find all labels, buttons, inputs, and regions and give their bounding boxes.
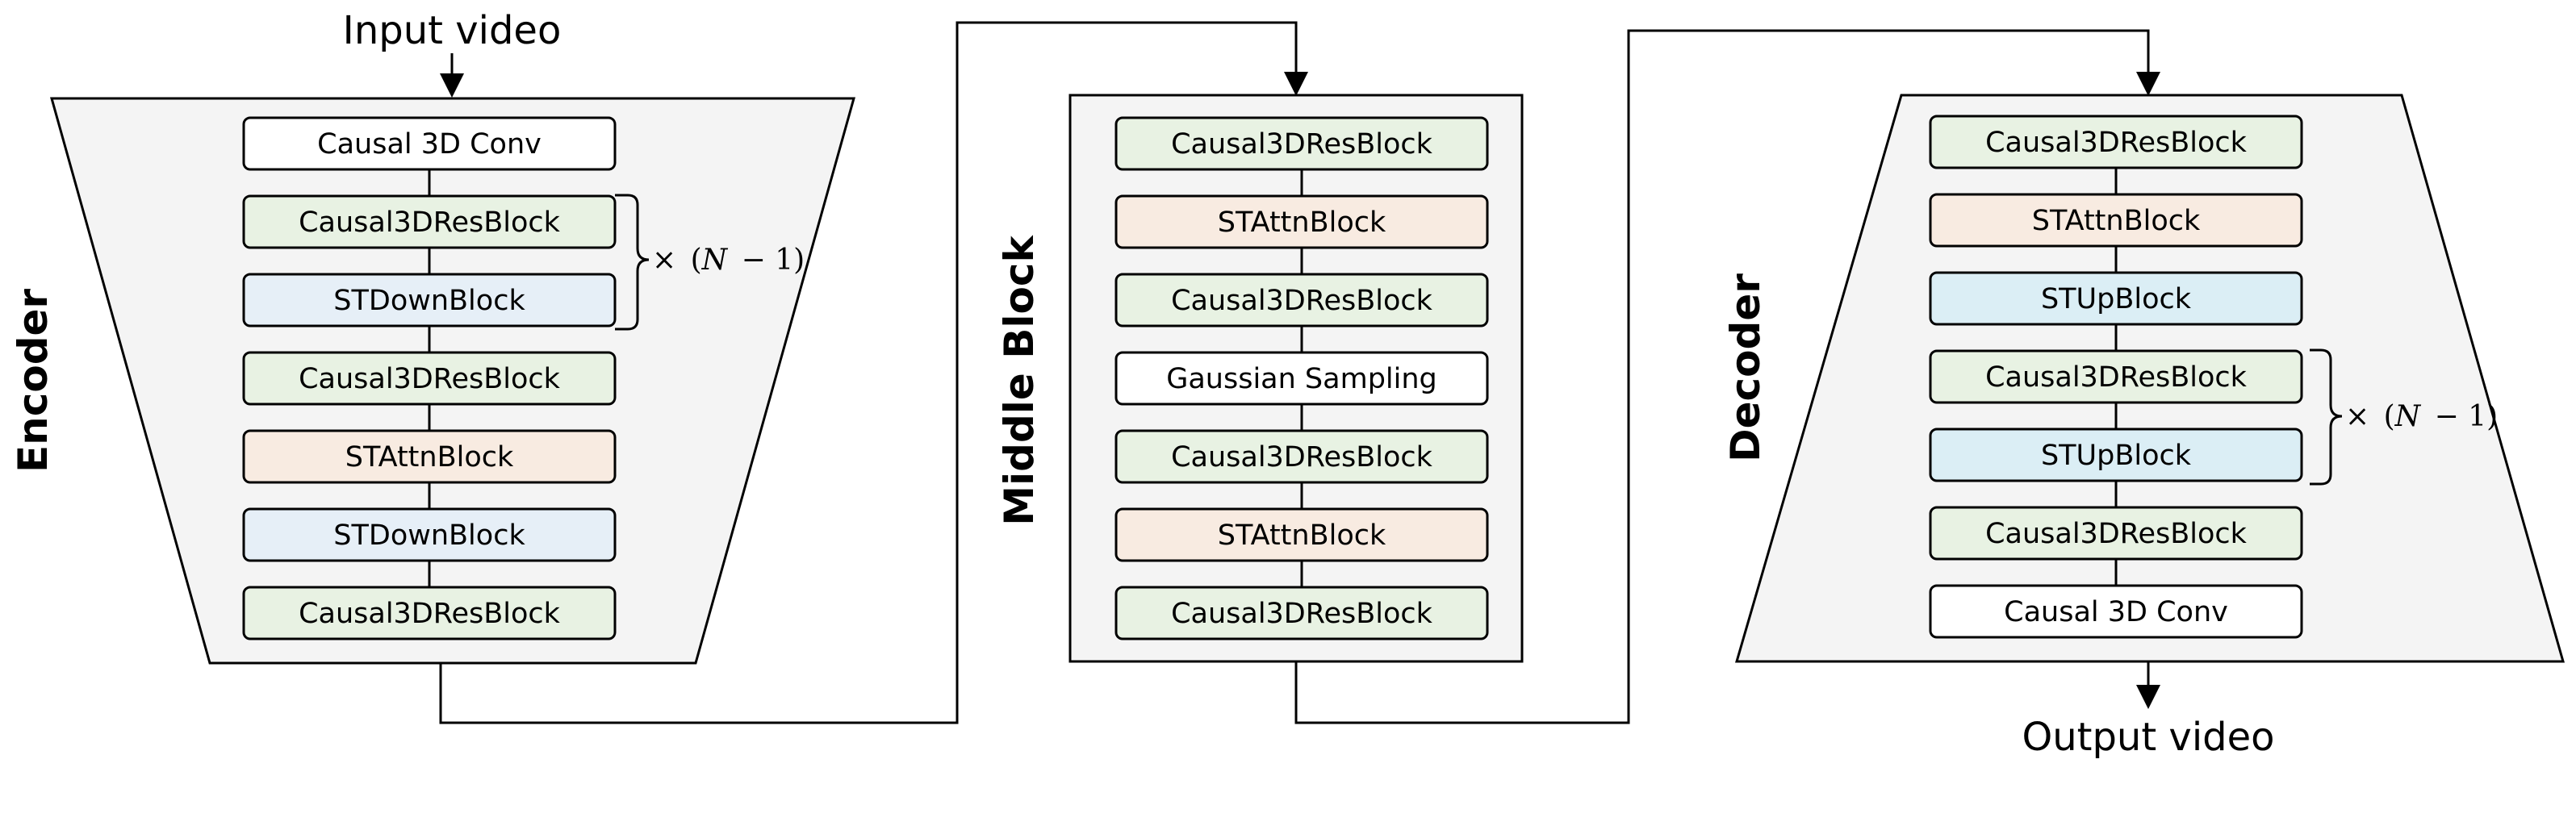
decoder-label: Decoder [1722,273,1769,462]
middle-to-decoder-connector [1294,29,2160,724]
encoder-block-stack: Causal 3D ConvCausal3DResBlockSTDownBloc… [242,116,617,640]
middle-block-7 [1114,586,1489,640]
middle-block-label: Causal3DResBlock [1171,441,1433,473]
encoder-block-1 [242,116,617,171]
decoder-block-3 [1929,271,2303,326]
middle-block-label: Causal3DResBlock [1171,128,1433,161]
middle-block-1 [1114,116,1489,171]
decoder-block-label: STAttnBlock [2032,205,2201,237]
middle-block-3 [1114,273,1489,327]
decoder-block-stack: Causal3DResBlockSTAttnBlockSTUpBlockCaus… [1929,115,2303,639]
decoder-block-label: Causal3DResBlock [1985,127,2248,159]
decoder-block-4 [1929,349,2303,404]
encoder-block-label: STDownBlock [333,285,525,317]
encoder-block-2 [242,194,617,249]
decoder-block-label: STUpBlock [2041,440,2192,472]
encoder-label: Encoder [10,289,56,473]
middle-block-label: Causal3DResBlock [1171,285,1433,317]
encoder-block-label: Causal3DResBlock [299,363,561,395]
decoder-block-2 [1929,193,2303,248]
encoder-block-5 [242,429,617,484]
decoder-block-label: Causal 3D Conv [2004,596,2228,628]
middle-block-label: Causal3DResBlock [1171,598,1433,630]
encoder-block-label: Causal 3D Conv [317,128,542,161]
encoder-block-label: Causal3DResBlock [299,206,561,239]
middle-block-label: STAttnBlock [1218,519,1386,552]
decoder-block-6 [1929,506,2303,561]
encoder-block-7 [242,586,617,640]
decoder-block-7 [1929,584,2303,639]
encoder-block-6 [242,507,617,562]
decoder-block-label: Causal3DResBlock [1985,518,2248,550]
output-video-label: Output video [2022,715,2274,760]
decoder-block-label: STUpBlock [2041,283,2192,315]
decoder-block-label: Causal3DResBlock [1985,361,2248,394]
encoder-block-label: STDownBlock [333,519,525,552]
decoder-block-1 [1929,115,2303,169]
decoder-repeat-label: × (N − 1) [2345,400,2498,433]
decoder-repeat-bracket [2310,348,2343,486]
middle-block-4 [1114,351,1489,406]
encoder-to-middle-connector [439,21,1308,724]
decoder-block-5 [1929,428,2303,482]
encoder-repeat-bracket [615,194,650,331]
encoder-block-label: Causal3DResBlock [299,598,561,630]
middle-block-label: Middle Block [996,235,1043,526]
encoder-block-label: STAttnBlock [345,441,514,473]
encoder-repeat-label: × (N − 1) [652,244,805,277]
middle-block-2 [1114,194,1489,249]
middle-block-5 [1114,429,1489,484]
input-video-label: Input video [343,8,562,53]
middle-block-stack: Causal3DResBlockSTAttnBlockCausal3DResBl… [1114,116,1489,640]
encoder-block-3 [242,273,617,327]
encoder-block-4 [242,351,617,406]
middle-block-label: STAttnBlock [1218,206,1386,239]
middle-block-label: Gaussian Sampling [1166,363,1437,395]
middle-block-6 [1114,507,1489,562]
